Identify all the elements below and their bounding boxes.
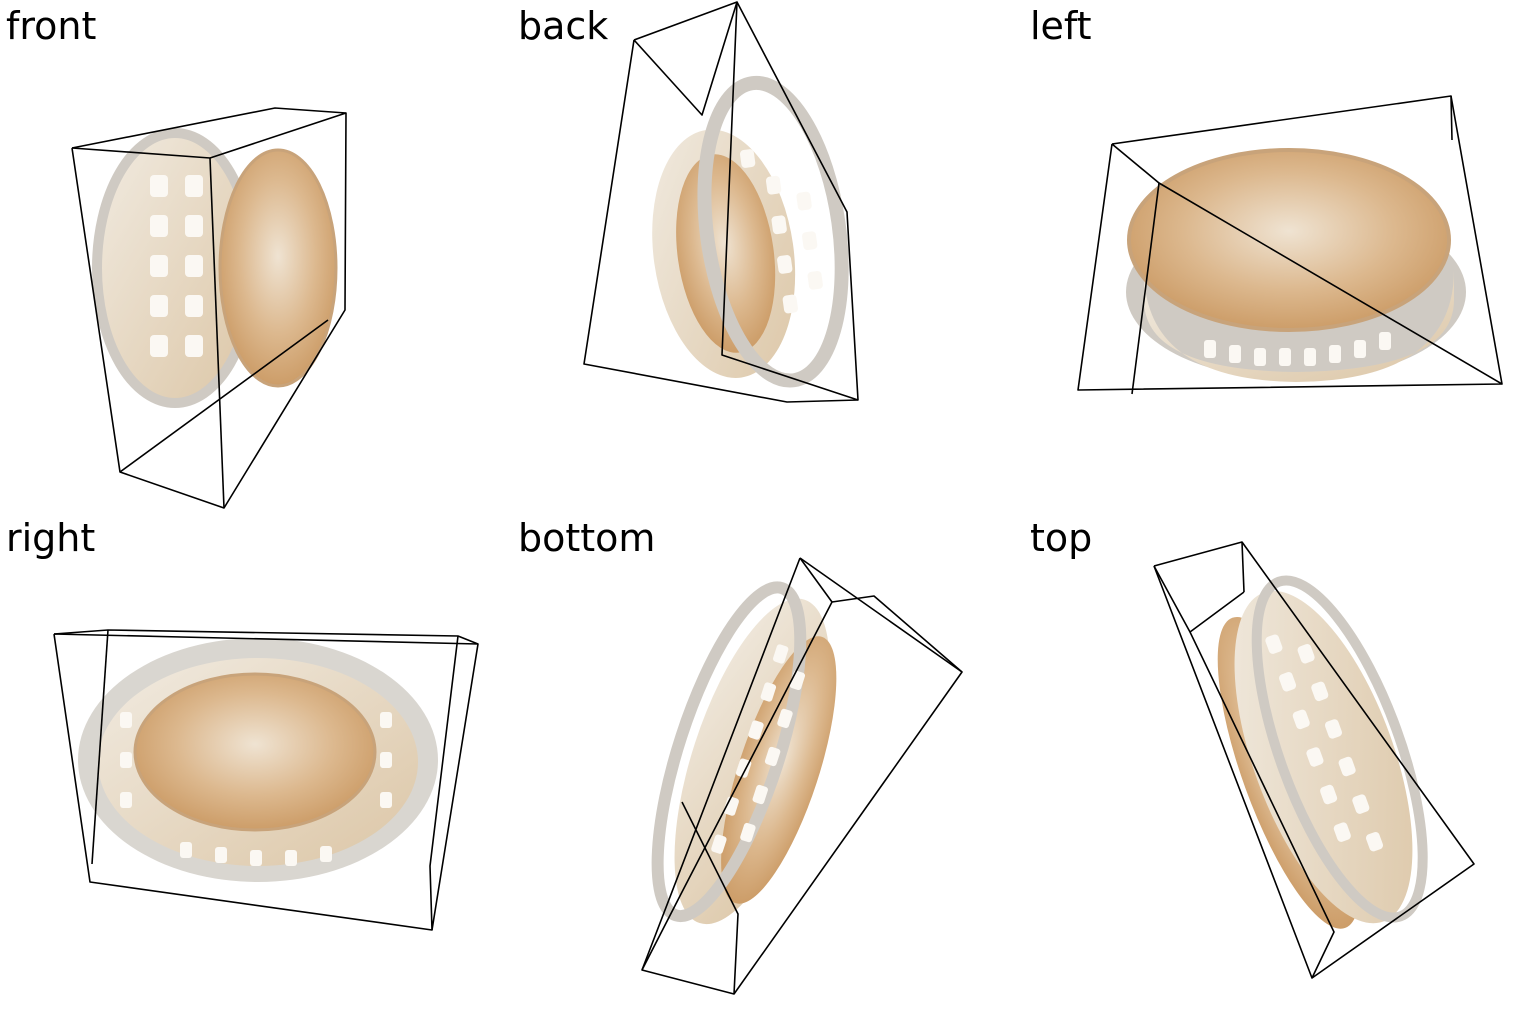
bounding-box-edges (1153, 541, 1475, 979)
left-view-render (1077, 95, 1503, 395)
basket-model (652, 75, 849, 388)
view-panel-back: back (512, 0, 1024, 512)
view-panel-front: front (0, 0, 512, 512)
basket-model (1126, 148, 1466, 382)
view-label: bottom (518, 516, 656, 560)
view-label: top (1030, 516, 1093, 560)
view-label: right (6, 516, 96, 560)
view-label: left (1030, 4, 1092, 48)
view-panel-bottom: bottom (512, 512, 1024, 1024)
basket-model (1217, 575, 1428, 929)
right-view-render (53, 629, 479, 931)
bottom-view-render (641, 557, 963, 995)
view-panel-right: right (0, 512, 512, 1024)
view-label: front (6, 4, 97, 48)
view-panel-left: left (1024, 0, 1536, 512)
top-view-render (1153, 541, 1475, 979)
basket-model (651, 581, 837, 925)
view-label: back (518, 4, 609, 48)
back-view-render (583, 1, 859, 403)
view-panel-top: top (1024, 512, 1536, 1024)
front-view-render (71, 107, 347, 509)
basket-model (78, 638, 438, 882)
basket-model (92, 128, 338, 408)
